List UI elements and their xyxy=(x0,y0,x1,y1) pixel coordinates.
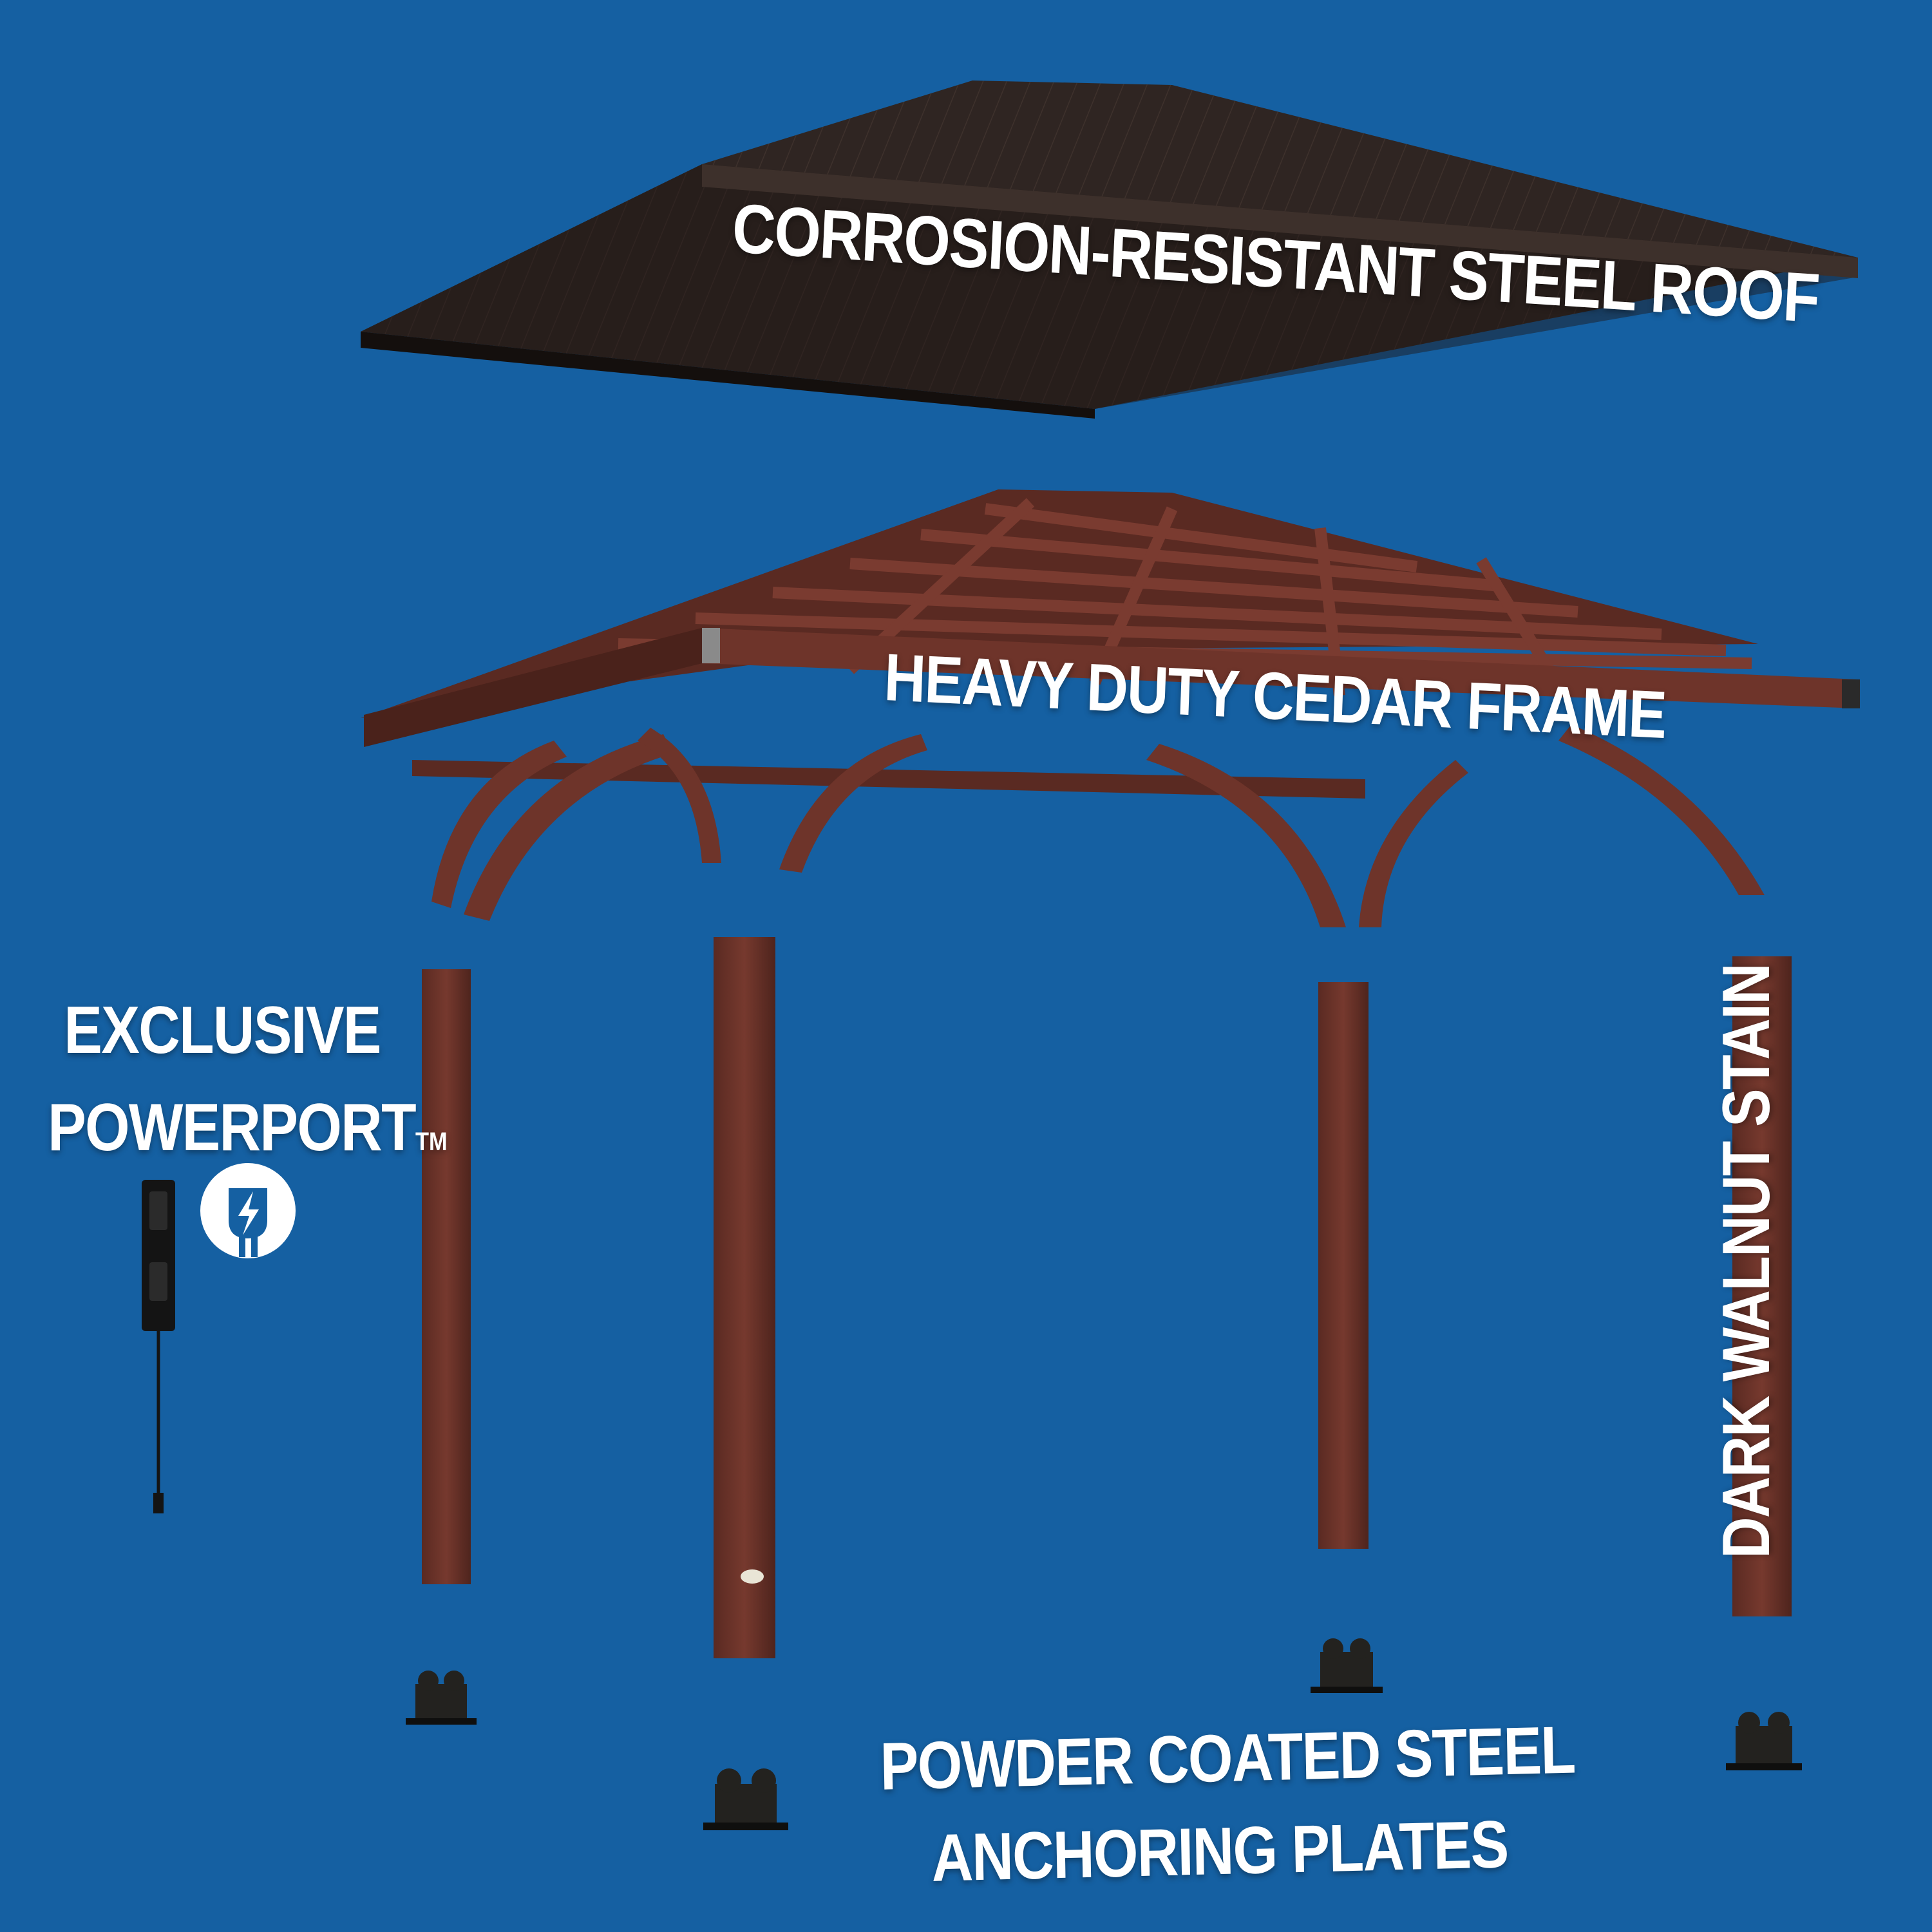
anchor-plate-1 xyxy=(406,1671,477,1725)
trademark-symbol: TM xyxy=(415,1127,448,1156)
plates-label: POWDER COATED STEEL ANCHORING PLATES xyxy=(879,1705,1576,1906)
plates-label-line1: POWDER COATED STEEL xyxy=(879,1712,1576,1804)
frame-bracket-right xyxy=(1842,679,1860,708)
powerport-label: EXCLUSIVE POWERPORTTM xyxy=(48,982,448,1177)
roof-fascia-left xyxy=(361,332,1095,419)
post-1 xyxy=(422,969,471,1584)
anchor-plate-4 xyxy=(1726,1712,1802,1770)
powerport-label-line1: EXCLUSIVE xyxy=(64,993,381,1068)
cedar-frame xyxy=(361,489,1860,927)
anchor-plate-3 xyxy=(1311,1638,1383,1693)
post-3 xyxy=(1318,982,1368,1549)
plates-label-line2: ANCHORING PLATES xyxy=(931,1806,1509,1896)
frame-bracket-left xyxy=(702,628,720,663)
powerport-label-line2: POWERPORTTM xyxy=(48,1079,448,1177)
post-badge xyxy=(741,1569,764,1584)
anchor-plate-2 xyxy=(703,1768,788,1830)
roof-front-fascia xyxy=(702,164,1858,278)
frame-front-beam xyxy=(702,628,1858,708)
electric-plug-lightning-icon xyxy=(200,1163,296,1258)
frame-left-beam xyxy=(364,628,702,747)
roof-left-slope xyxy=(361,164,1858,409)
powerport-name: POWERPORT xyxy=(48,1090,417,1165)
post-4 xyxy=(1732,956,1792,1616)
post-2 xyxy=(714,937,775,1658)
cedar-posts xyxy=(422,937,1792,1658)
steel-roof xyxy=(361,80,1858,419)
powerport-device xyxy=(142,1180,175,1513)
frame-braces xyxy=(431,724,1765,927)
anchoring-plates xyxy=(406,1638,1802,1830)
roof-ribs xyxy=(361,80,1858,409)
stain-label: DARK WALNUT STAIN xyxy=(1709,963,1784,1558)
frame-inner-beam xyxy=(412,760,1365,799)
